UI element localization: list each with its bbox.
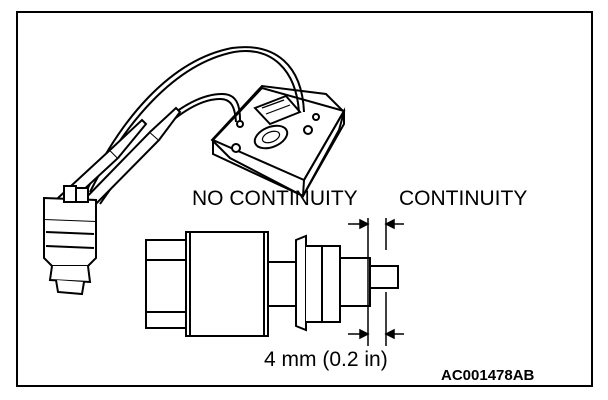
figure-frame: [16, 11, 593, 387]
measurement-label: 4 mm (0.2 in): [264, 348, 388, 371]
switch-plunger-icon: [145, 231, 399, 337]
continuity-label: CONTINUITY: [399, 187, 527, 210]
dimension-lines: [348, 218, 404, 346]
ohmmeter-icon: [210, 84, 346, 198]
no-continuity-label: NO CONTINUITY: [192, 187, 358, 210]
switch-with-probes-icon: [43, 185, 97, 296]
figure-id-label: AC001478AB: [441, 367, 535, 384]
